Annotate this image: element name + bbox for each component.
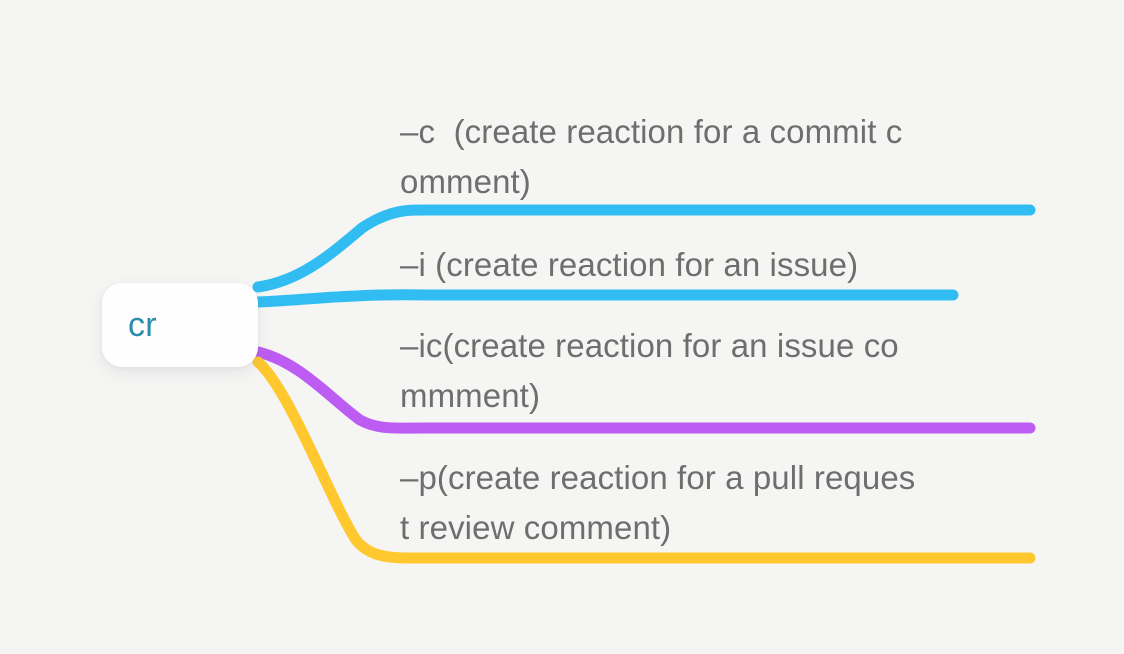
branch-connector-c bbox=[252, 204, 1036, 293]
branch-connector-ic bbox=[252, 346, 1036, 434]
root-node-label: cr bbox=[128, 306, 157, 344]
branch-label-p[interactable]: –p(create reaction for a pull reques t r… bbox=[400, 459, 916, 547]
branch-label-i[interactable]: –i (create reaction for an issue) bbox=[400, 246, 859, 283]
branch-connector-p bbox=[252, 356, 1036, 564]
root-node[interactable]: cr bbox=[102, 283, 258, 367]
branch-label-ic[interactable]: –ic(create reaction for an issue co mmme… bbox=[400, 327, 899, 415]
branch-connector-i bbox=[252, 289, 959, 308]
branch-label-c[interactable]: –c (create reaction for a commit c ommen… bbox=[400, 113, 903, 201]
